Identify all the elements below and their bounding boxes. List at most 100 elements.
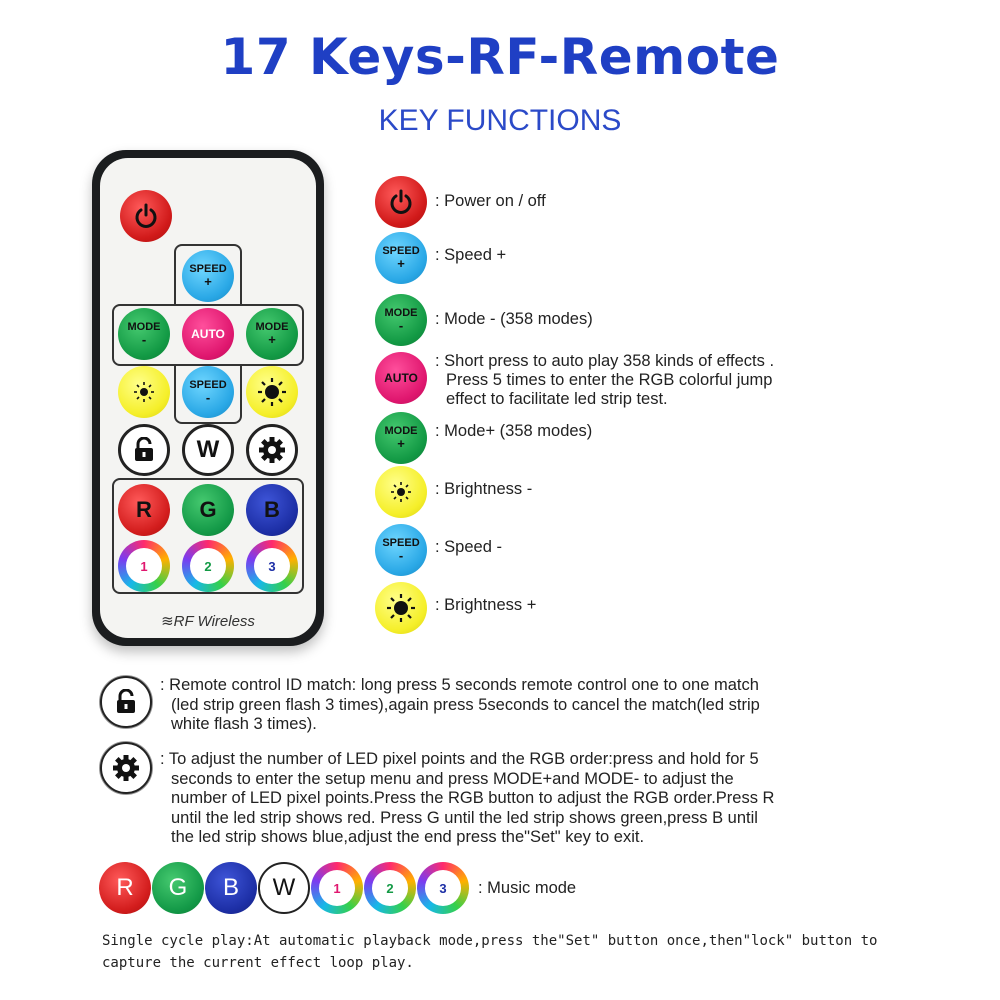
- key-mode-minus-label: MODE: [384, 307, 418, 319]
- power-button[interactable]: [120, 190, 172, 242]
- rf-wireless-text: RF Wireless: [173, 613, 255, 630]
- remote-control: SPEED + MODE - AUTO MODE + SPEED - W: [92, 150, 324, 646]
- footer-line2: capture the current effect loop play.: [102, 955, 414, 971]
- footer-line1: Single cycle play:At automatic playback …: [102, 933, 878, 949]
- key-speed-minus-sign: -: [398, 548, 404, 563]
- key-brightness-plus-row: : Brightness +: [375, 582, 536, 634]
- music-2-button[interactable]: 2: [182, 540, 234, 592]
- lock-description-text: : Remote control ID match: long press 5 …: [160, 676, 880, 735]
- speed-plus-button[interactable]: SPEED +: [182, 250, 234, 302]
- brightness-high-icon: [387, 594, 415, 622]
- footer-note: Single cycle play:At automatic playback …: [102, 930, 882, 974]
- set-description-row: : To adjust the number of LED pixel poin…: [100, 742, 880, 848]
- music-2-label: 2: [204, 558, 212, 574]
- music-3-icon: 3: [417, 862, 469, 914]
- auto-button[interactable]: AUTO: [182, 308, 234, 360]
- key-speed-minus-text: : Speed -: [435, 538, 502, 556]
- key-auto-row: AUTO : Short press to auto play 358 kind…: [375, 352, 774, 409]
- key-mode-plus-text: : Mode+ (358 modes): [435, 422, 593, 440]
- key-power-row: : Power on / off: [375, 176, 546, 228]
- music-b-label: B: [222, 874, 239, 901]
- w-button[interactable]: W: [182, 424, 234, 476]
- remote-outline-mode: [112, 304, 304, 366]
- mode-minus-button[interactable]: MODE -: [118, 308, 170, 360]
- key-mode-plus-label: MODE: [384, 425, 418, 437]
- key-brightness-minus-icon: [375, 466, 427, 518]
- music-3-button[interactable]: 3: [246, 540, 298, 592]
- music-3-inner: 3: [425, 870, 461, 906]
- set-desc-line2: seconds to enter the setup menu and pres…: [171, 769, 734, 788]
- g-label: G: [199, 497, 217, 522]
- key-mode-minus-text: : Mode - (358 modes): [435, 310, 593, 328]
- key-auto-text-line1: : Short press to auto play 358 kinds of …: [435, 352, 775, 370]
- key-mode-minus-row: MODE - : Mode - (358 modes): [375, 294, 593, 346]
- key-brightness-plus-icon: [375, 582, 427, 634]
- music-r-icon: R: [99, 862, 151, 914]
- page-subtitle: KEY FUNCTIONS: [378, 104, 622, 137]
- speed-minus-label: SPEED: [189, 379, 227, 391]
- b-label: B: [264, 497, 280, 522]
- music-r-label: R: [116, 874, 134, 901]
- lock-desc-line2: (led strip green flash 3 times),again pr…: [171, 695, 760, 714]
- speed-minus-button[interactable]: SPEED -: [182, 366, 234, 418]
- mode-minus-label: MODE: [127, 321, 161, 333]
- power-icon: [390, 189, 412, 214]
- w-label: W: [196, 436, 220, 463]
- music-1-icon: 1: [311, 862, 363, 914]
- remote-outline-rgb: [112, 478, 304, 594]
- music-mode-row: R G B W 1 2 3 : Music mode: [99, 862, 576, 914]
- mode-plus-button[interactable]: MODE +: [246, 308, 298, 360]
- key-brightness-plus-text: : Brightness +: [435, 596, 537, 614]
- lock-description-icon: [100, 676, 152, 728]
- key-speed-plus-label: SPEED: [382, 245, 420, 257]
- key-auto-icon: AUTO: [375, 352, 427, 404]
- key-mode-plus-row: MODE + : Mode+ (358 modes): [375, 412, 592, 464]
- auto-label: AUTO: [191, 327, 225, 341]
- b-button[interactable]: B: [246, 484, 298, 536]
- brightness-plus-button[interactable]: [246, 366, 298, 418]
- mode-plus-label: MODE: [255, 321, 289, 333]
- r-label: R: [136, 497, 152, 522]
- wifi-icon: ≋: [161, 613, 174, 630]
- set-description-text: : To adjust the number of LED pixel poin…: [160, 750, 880, 848]
- remote-outline-top: [174, 244, 242, 304]
- power-icon: [135, 203, 157, 228]
- set-description-icon: [100, 742, 152, 794]
- music-1-num: 1: [333, 880, 341, 896]
- key-auto-label: AUTO: [384, 371, 418, 385]
- music-3-label: 3: [268, 558, 276, 574]
- set-desc-line1: : To adjust the number of LED pixel poin…: [160, 750, 759, 768]
- music-1-button[interactable]: 1: [118, 540, 170, 592]
- music-3-num: 3: [439, 880, 447, 896]
- r-button[interactable]: R: [118, 484, 170, 536]
- lock-desc-line3: white flash 3 times).: [171, 715, 317, 733]
- brightness-low-icon: [134, 382, 154, 402]
- remote-outline-speed: [174, 366, 242, 424]
- brightness-low-icon: [391, 482, 411, 502]
- music-2-icon: 2: [190, 548, 226, 584]
- key-speed-minus-icon: SPEED -: [375, 524, 427, 576]
- music-1-inner: 1: [319, 870, 355, 906]
- mode-minus-sign: -: [141, 332, 147, 347]
- set-button[interactable]: [246, 424, 298, 476]
- lock-button[interactable]: [118, 424, 170, 476]
- music-w-icon: W: [258, 862, 310, 914]
- gear-icon: [259, 437, 285, 463]
- speed-plus-label: SPEED: [189, 263, 227, 275]
- lock-icon: [135, 437, 153, 461]
- lock-icon: [117, 689, 135, 713]
- brightness-minus-button[interactable]: [118, 366, 170, 418]
- g-button[interactable]: G: [182, 484, 234, 536]
- remote-face: SPEED + MODE - AUTO MODE + SPEED - W: [100, 158, 316, 638]
- key-mode-minus-sign: -: [398, 318, 404, 333]
- music-1-icon: 1: [126, 548, 162, 584]
- key-mode-plus-icon: MODE +: [375, 412, 427, 464]
- page-title: 17 Keys-RF-Remote: [220, 28, 780, 86]
- music-g-icon: G: [152, 862, 204, 914]
- key-power-icon: [375, 176, 427, 228]
- music-w-label: W: [272, 874, 296, 901]
- music-2-icon: 2: [364, 862, 416, 914]
- music-3-icon: 3: [254, 548, 290, 584]
- key-speed-plus-text: : Speed +: [435, 246, 507, 264]
- key-brightness-minus-text: : Brightness -: [435, 480, 533, 498]
